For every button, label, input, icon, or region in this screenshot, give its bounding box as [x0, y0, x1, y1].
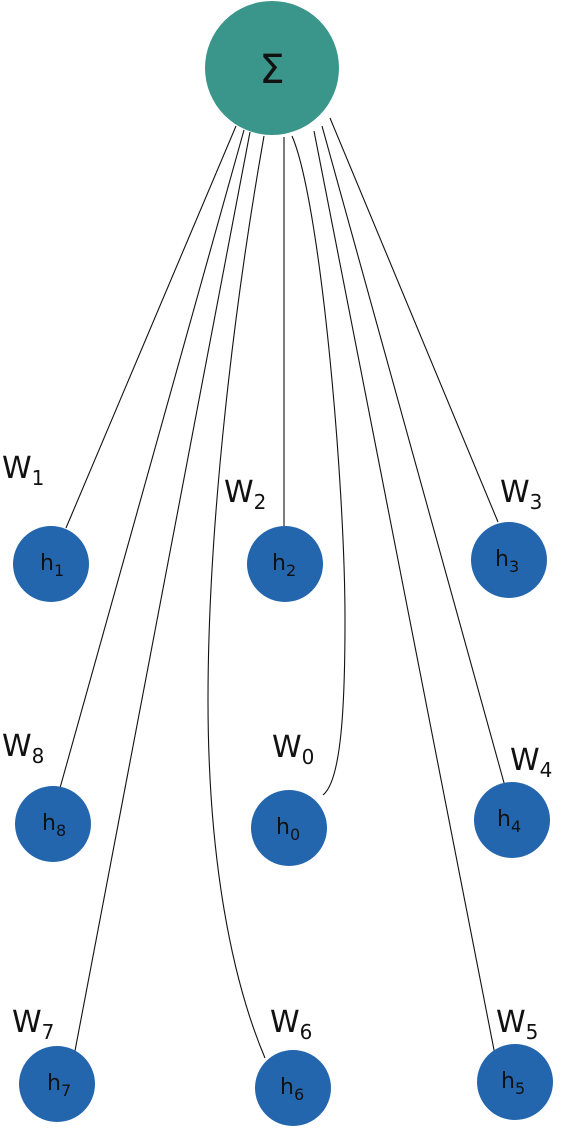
- node-h2: h2: [247, 526, 323, 602]
- edge-h4: [321, 125, 507, 791]
- node-h6-circle: [255, 1050, 331, 1126]
- node-h7-label: h7: [47, 1071, 71, 1100]
- edge-h8: [59, 129, 245, 789]
- node-h6-label: h6: [280, 1075, 304, 1104]
- weight-w6: W6: [270, 1005, 312, 1044]
- node-h7-circle: [19, 1046, 95, 1122]
- weight-w5: W5: [496, 1005, 538, 1044]
- node-h3-label: h3: [495, 547, 519, 576]
- sum-node: Σ: [205, 1, 339, 135]
- node-h8-label: h8: [42, 811, 66, 840]
- weight-w0: W0: [272, 730, 314, 769]
- node-h8-circle: [15, 786, 91, 862]
- edge-h3: [329, 117, 499, 523]
- weight-w8: W8: [2, 729, 44, 768]
- weight-w7: W7: [12, 1005, 54, 1044]
- edge-h6: [207, 135, 266, 1059]
- sum-symbol: Σ: [259, 47, 284, 93]
- node-h4: h4: [474, 782, 550, 858]
- node-h5-circle: [477, 1044, 553, 1120]
- weight-w3: W3: [500, 475, 542, 514]
- weight-w4: W4: [510, 743, 552, 782]
- node-h1-label: h1: [40, 551, 64, 580]
- node-h2-circle: [247, 526, 323, 602]
- node-h5-label: h5: [501, 1069, 525, 1098]
- node-h4-circle: [474, 782, 550, 858]
- node-h2-label: h2: [272, 551, 296, 580]
- node-h1-circle: [13, 526, 89, 602]
- node-h7: h7: [19, 1046, 95, 1122]
- weight-w2: W2: [224, 475, 266, 514]
- node-h1: h1: [13, 526, 89, 602]
- node-h0-label: h0: [276, 815, 300, 844]
- node-h0-circle: [251, 790, 327, 866]
- edge-h7: [73, 131, 251, 1057]
- sum-node-circle: [205, 1, 339, 135]
- edge-h0: [291, 135, 346, 796]
- node-h4-label: h4: [497, 807, 521, 836]
- node-h0: h0: [251, 790, 327, 866]
- edges: [59, 117, 507, 1059]
- node-h6: h6: [255, 1050, 331, 1126]
- weight-w1: W1: [2, 451, 44, 490]
- node-h3: h3: [471, 522, 547, 598]
- edge-h1: [65, 125, 237, 529]
- edge-h5: [313, 130, 496, 1056]
- node-h5: h5: [477, 1044, 553, 1120]
- node-h3-circle: [471, 522, 547, 598]
- node-h8: h8: [15, 786, 91, 862]
